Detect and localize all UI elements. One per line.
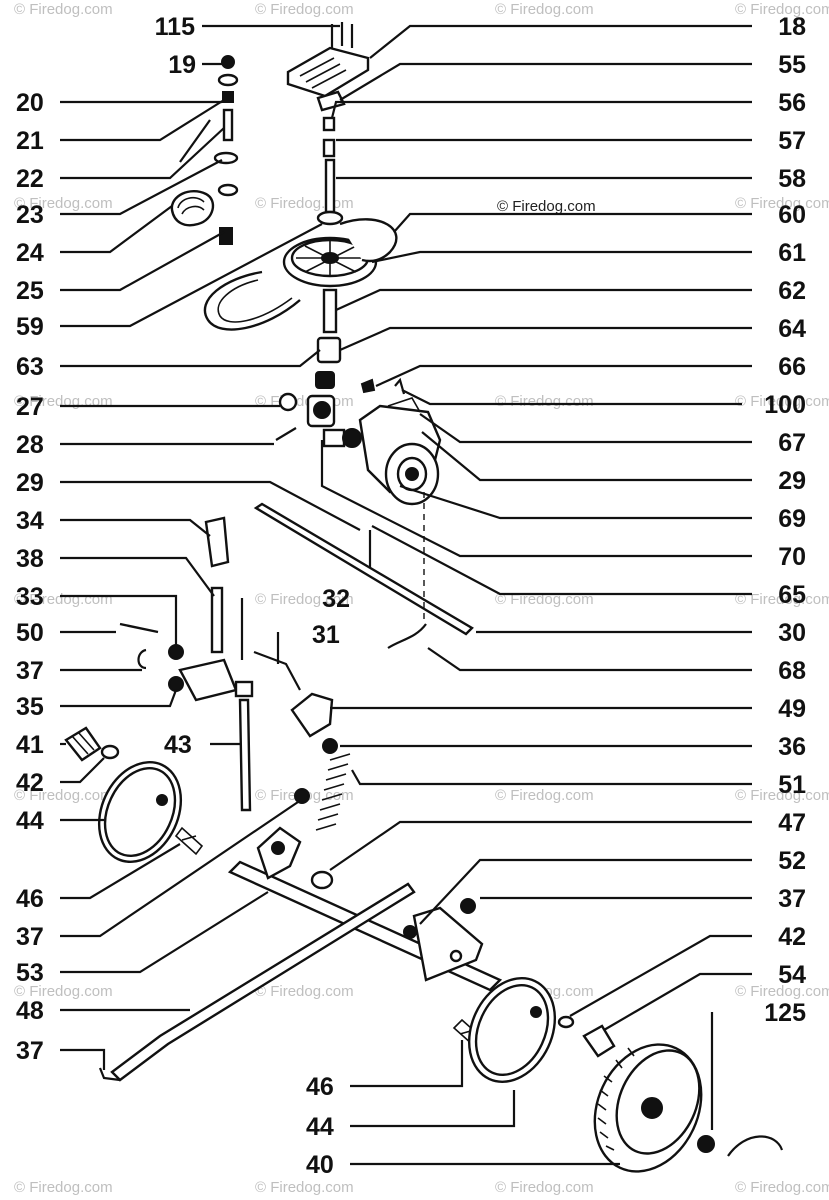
part-label: 28 [16, 431, 44, 459]
watermark: © Firedog.com [255, 393, 354, 410]
part-label: 24 [16, 239, 44, 267]
part-label: 47 [778, 809, 806, 837]
part-label: 67 [778, 429, 806, 457]
watermark-inline: © Firedog.com [497, 198, 596, 215]
part-label: 22 [16, 165, 44, 193]
watermark: © Firedog.com [14, 1179, 113, 1196]
part-label: 51 [778, 771, 806, 799]
watermark: © Firedog.com [14, 787, 113, 804]
watermark: © Firedog.com [255, 1, 354, 18]
part-label: 37 [16, 923, 44, 951]
part-label: 115 [155, 13, 195, 41]
part-label: 30 [778, 619, 806, 647]
watermark: © Firedog.com [255, 591, 354, 608]
part-label: 58 [778, 165, 806, 193]
watermark: © Firedog.com [735, 195, 829, 212]
leader-lines [60, 24, 752, 1166]
part-label: 35 [16, 693, 44, 721]
watermark: © Firedog.com [495, 787, 594, 804]
watermark: © Firedog.com [255, 1179, 354, 1196]
watermark: © Firedog.com [495, 1179, 594, 1196]
watermark: © Firedog.com [14, 983, 113, 1000]
watermark: © Firedog.com [735, 787, 829, 804]
part-label: 63 [16, 353, 44, 381]
part-label: 46 [16, 885, 44, 913]
part-label: 43 [164, 731, 192, 759]
watermark: © Firedog.com [255, 983, 354, 1000]
part-label: 49 [778, 695, 806, 723]
part-label: 70 [778, 543, 806, 571]
part-label: 37 [16, 1037, 44, 1065]
part-label: 44 [306, 1113, 334, 1141]
part-label: 37 [16, 657, 44, 685]
watermark: © Firedog.com [735, 591, 829, 608]
part-label: 18 [778, 13, 806, 41]
watermark: © Firedog.com [255, 195, 354, 212]
part-label: 21 [16, 127, 44, 155]
part-label: 100 [764, 391, 806, 419]
part-label: 20 [16, 89, 44, 117]
watermark: © Firedog.com [495, 1, 594, 18]
part-label: 32 [322, 585, 350, 613]
part-drawings [64, 22, 784, 1173]
watermark-layer: © Firedog.com © Firedog.com © Firedog.co… [14, 1, 829, 1196]
part-label: 36 [778, 733, 806, 761]
part-label: 53 [16, 959, 44, 987]
part-label: 69 [778, 505, 806, 533]
part-label: 42 [778, 923, 806, 951]
part-label: 27 [16, 393, 44, 421]
part-label: 44 [16, 807, 44, 835]
part-label: 31 [312, 621, 340, 649]
part-label: 42 [16, 769, 44, 797]
part-label: 40 [306, 1151, 334, 1179]
part-label: 33 [16, 583, 44, 611]
part-label: 37 [778, 885, 806, 913]
part-label: 29 [16, 469, 44, 497]
part-label: 66 [778, 353, 806, 381]
part-label: 125 [764, 999, 806, 1027]
part-label: 48 [16, 997, 44, 1025]
part-label: 59 [16, 313, 44, 341]
watermark: © Firedog.com [495, 591, 594, 608]
part-labels: 115 19 20 21 22 23 24 25 59 63 27 28 29 … [16, 13, 806, 1179]
part-label: 61 [778, 239, 806, 267]
part-label: 25 [16, 277, 44, 305]
part-label: 23 [16, 201, 44, 229]
part-label: 34 [16, 507, 44, 535]
part-label: 29 [778, 467, 806, 495]
part-label: 19 [168, 51, 196, 79]
watermark: © Firedog.com [14, 195, 113, 212]
part-label: 60 [778, 201, 806, 229]
part-label: 55 [778, 51, 806, 79]
part-label: 62 [778, 277, 806, 305]
watermark: © Firedog.com [735, 393, 829, 410]
part-label: 57 [778, 127, 806, 155]
watermark: © Firedog.com [735, 1179, 829, 1196]
watermark: © Firedog.com [735, 983, 829, 1000]
watermark: © Firedog.com [14, 1, 113, 18]
part-label: 68 [778, 657, 806, 685]
watermark: © Firedog.com [735, 1, 829, 18]
part-label: 50 [16, 619, 44, 647]
part-label: 46 [306, 1073, 334, 1101]
part-label: 54 [778, 961, 806, 989]
part-label: 56 [778, 89, 806, 117]
watermark: © Firedog.com [495, 393, 594, 410]
part-label: 38 [16, 545, 44, 573]
part-label: 41 [16, 731, 44, 759]
part-label: 52 [778, 847, 806, 875]
part-label: 64 [778, 315, 806, 343]
part-label: 65 [778, 581, 806, 609]
